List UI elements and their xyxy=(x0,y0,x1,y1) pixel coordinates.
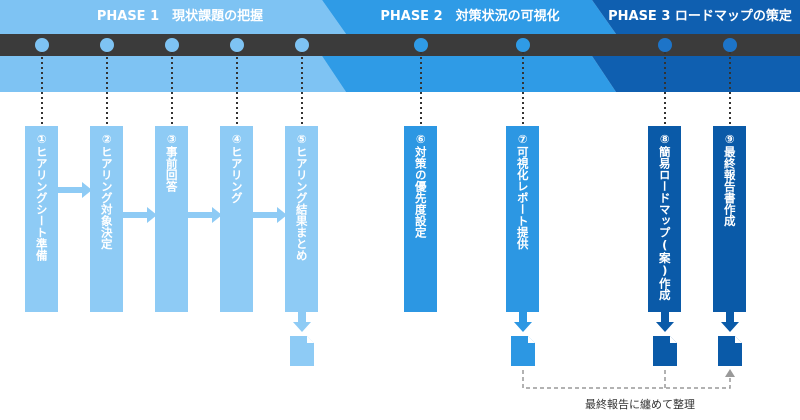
step-5-box: ⑤ヒアリング結果まとめ xyxy=(285,126,318,312)
step-2-label: ②ヒアリング対象決定 xyxy=(99,132,114,250)
timeline-dot-9 xyxy=(723,38,737,52)
step-2-box: ②ヒアリング対象決定 xyxy=(90,126,123,312)
timeline-dot-1 xyxy=(35,38,49,52)
timeline-bar xyxy=(0,34,800,56)
down-arrow-8 xyxy=(656,312,674,332)
timeline-dot-4 xyxy=(230,38,244,52)
step-8-label: ⑧簡易ロードマップ(案)作成 xyxy=(657,132,672,301)
step-3-box: ③事前回答 xyxy=(155,126,188,312)
phase-2-band xyxy=(322,56,616,92)
timeline-dot-7 xyxy=(516,38,530,52)
arrow-4-5 xyxy=(253,207,287,223)
phase-3-band xyxy=(592,56,800,92)
timeline-dot-2 xyxy=(100,38,114,52)
step-1-label: ①ヒアリングシート準備 xyxy=(34,132,49,261)
merge-dashed-line xyxy=(522,370,731,389)
phase-3-header-shape xyxy=(592,0,800,34)
phase-3-title: PHASE 3 ロードマップの策定 xyxy=(608,9,792,24)
timeline-dot-5 xyxy=(295,38,309,52)
merge-note: 最終報告に纏めて整理 xyxy=(585,398,695,411)
phase-1-title: PHASE 1 現状課題の把握 xyxy=(96,9,264,24)
step-9-box: ⑨最終報告書作成 xyxy=(713,126,746,312)
down-arrow-9 xyxy=(721,312,739,332)
step-1-box: ①ヒアリングシート準備 xyxy=(25,126,58,312)
step-9-label: ⑨最終報告書作成 xyxy=(722,132,737,227)
timeline-dot-3 xyxy=(165,38,179,52)
step-7-box: ⑦可視化レポート提供 xyxy=(506,126,539,312)
phase-2-header-shape xyxy=(322,0,616,34)
step-5-label: ⑤ヒアリング結果まとめ xyxy=(294,132,309,261)
document-icon-7 xyxy=(511,336,535,366)
step-7-label: ⑦可視化レポート提供 xyxy=(515,132,530,250)
timeline-dot-8 xyxy=(658,38,672,52)
arrow-3-4 xyxy=(188,207,222,223)
merge-arrowhead xyxy=(725,369,735,377)
phase-1-header-shape xyxy=(0,0,346,34)
phase-2-title: PHASE 2 対策状況の可視化 xyxy=(380,9,560,24)
arrow-1-2 xyxy=(58,182,92,198)
document-icon-8 xyxy=(653,336,677,366)
document-icon-9 xyxy=(718,336,742,366)
down-arrow-5 xyxy=(293,312,311,332)
step-8-box: ⑧簡易ロードマップ(案)作成 xyxy=(648,126,681,312)
down-arrow-7 xyxy=(514,312,532,332)
step-4-label: ④ヒアリング xyxy=(229,132,244,204)
step-6-box: ⑥対策の優先度設定 xyxy=(404,126,437,312)
document-icon-5 xyxy=(290,336,314,366)
timeline-dot-6 xyxy=(414,38,428,52)
step-6-label: ⑥対策の優先度設定 xyxy=(413,132,428,238)
step-4-box: ④ヒアリング xyxy=(220,126,253,312)
step-3-label: ③事前回答 xyxy=(164,132,179,192)
arrow-2-3 xyxy=(123,207,157,223)
